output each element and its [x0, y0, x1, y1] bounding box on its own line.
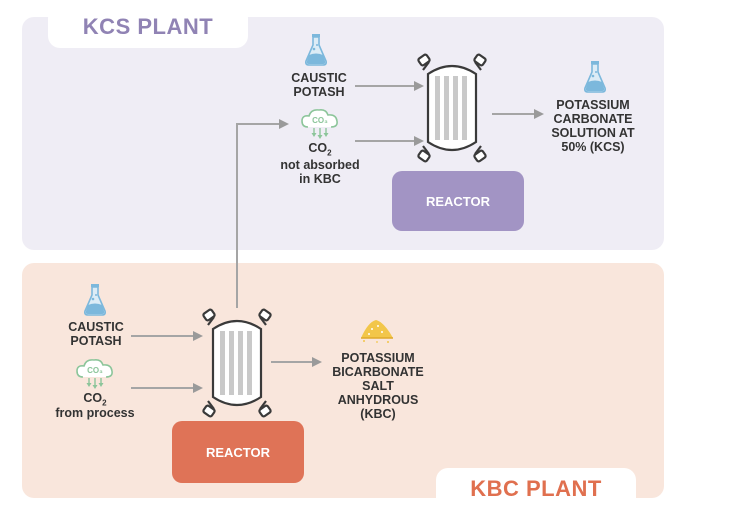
- kbc-output-label: POTASSIUM BICARBONATE SALT ANHYDROUS (KB…: [332, 351, 424, 421]
- kcs-plant-panel: [22, 17, 664, 250]
- flask-icon: [305, 34, 327, 66]
- svg-text:CO₃: CO₃: [312, 116, 328, 125]
- kbc-plant-panel: [22, 263, 664, 498]
- arrow-kbc-to-kcs-co2: [236, 119, 289, 308]
- kbc-co2-label: CO2: [45, 391, 145, 411]
- kbc-plant-title: KBC PLANT: [436, 468, 636, 510]
- flask-icon: [84, 284, 106, 316]
- kcs-reactor-button[interactable]: REACTOR: [392, 171, 524, 231]
- kbc-caustic-potash-label: CAUSTIC POTASH: [68, 320, 124, 348]
- kbc-co2-description: from process: [55, 406, 135, 420]
- co2-text: CO: [83, 391, 103, 405]
- co2-cloud-icon: CO₃: [76, 359, 113, 389]
- flask-icon: [584, 61, 606, 93]
- kcs-output-label: POTASSIUM CARBONATE SOLUTION AT 50% (KCS…: [551, 98, 635, 154]
- kcs-co2-label: CO2: [270, 141, 370, 161]
- co2-subscript: 2: [102, 398, 107, 408]
- kcs-co2-description: not absorbed in KBC: [280, 158, 360, 186]
- reactor-vessel-icon: [417, 53, 487, 163]
- reactor-vessel-icon: [202, 308, 272, 418]
- kcs-plant-title: KCS PLANT: [48, 6, 248, 48]
- co2-cloud-icon: CO₃: [301, 109, 338, 139]
- kcs-caustic-potash-label: CAUSTIC POTASH: [291, 71, 347, 99]
- kbc-reactor-button[interactable]: REACTOR: [172, 421, 304, 483]
- co2-subscript: 2: [327, 148, 332, 158]
- co2-text: CO: [308, 141, 328, 155]
- svg-text:CO₃: CO₃: [87, 366, 103, 375]
- salt-pile-icon: [361, 320, 393, 343]
